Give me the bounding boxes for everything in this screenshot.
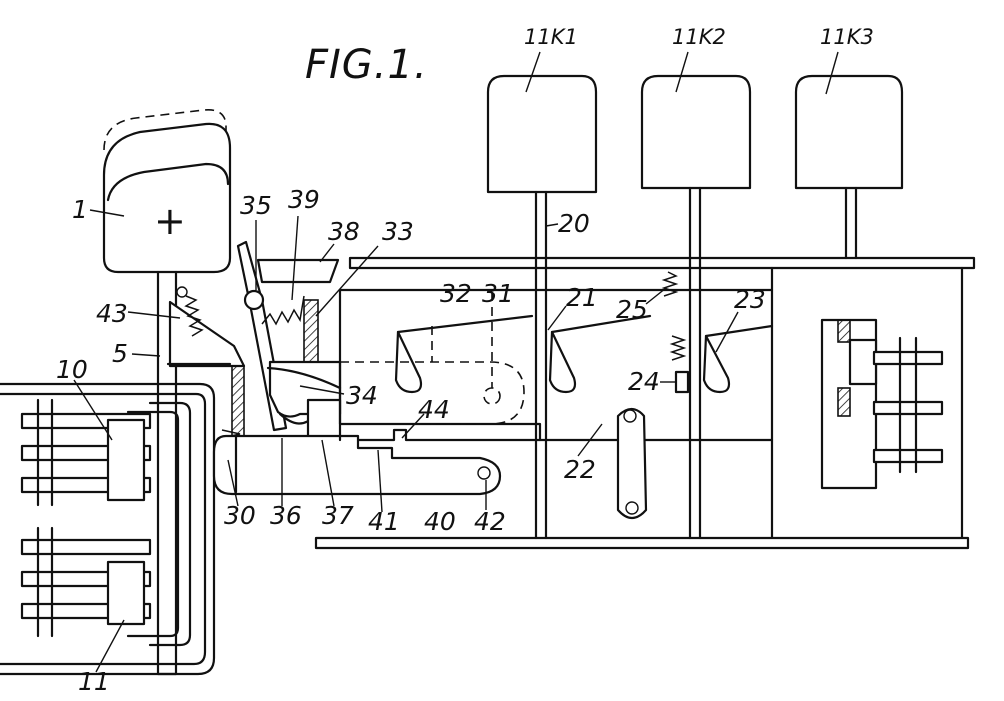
label-1: 1	[72, 195, 88, 224]
key-11k2	[640, 74, 752, 540]
label-25: 25	[616, 295, 648, 324]
label-20: 20	[558, 209, 590, 238]
label-35: 35	[240, 191, 272, 220]
key-11k1	[486, 74, 598, 540]
key-11k3	[794, 74, 904, 260]
label-34: 34	[346, 381, 378, 410]
label-22: 22	[564, 455, 596, 484]
contact-stack-11	[20, 526, 152, 638]
label-5: 5	[112, 339, 128, 368]
pawls	[394, 271, 774, 394]
right-contact-assembly	[820, 318, 944, 490]
label-39: 39	[288, 185, 320, 214]
label-37: 37	[322, 501, 354, 530]
label-38: 38	[328, 217, 360, 246]
label-11k3: 11K3	[820, 25, 874, 49]
label-33: 33	[382, 217, 414, 246]
label-11: 11	[78, 667, 110, 696]
label-31: 31	[482, 279, 514, 308]
key-1: +	[102, 108, 246, 676]
label-11k2: 11K2	[672, 25, 726, 49]
label-36: 36	[270, 501, 302, 530]
label-42: 42	[474, 507, 506, 536]
label-41: 41	[368, 507, 400, 536]
label-24: 24	[628, 367, 660, 396]
label-44: 44	[418, 395, 450, 424]
figure-title: FIG.1.	[305, 42, 428, 88]
label-21: 21	[566, 283, 598, 312]
left-rack-assembly	[0, 382, 216, 676]
plus-sign: +	[154, 199, 186, 243]
label-43: 43	[96, 299, 128, 328]
contact-stack-10	[20, 398, 152, 507]
label-23: 23	[734, 285, 766, 314]
label-32: 32	[440, 279, 472, 308]
labels: 11K1 11K2 11K3 1 43 5 10 11 35 39 38 33 …	[56, 25, 874, 696]
label-40: 40	[424, 507, 456, 536]
label-10: 10	[56, 355, 88, 384]
label-11k1: 11K1	[524, 25, 578, 49]
latch-assembly	[212, 240, 542, 496]
label-30: 30	[224, 501, 256, 530]
